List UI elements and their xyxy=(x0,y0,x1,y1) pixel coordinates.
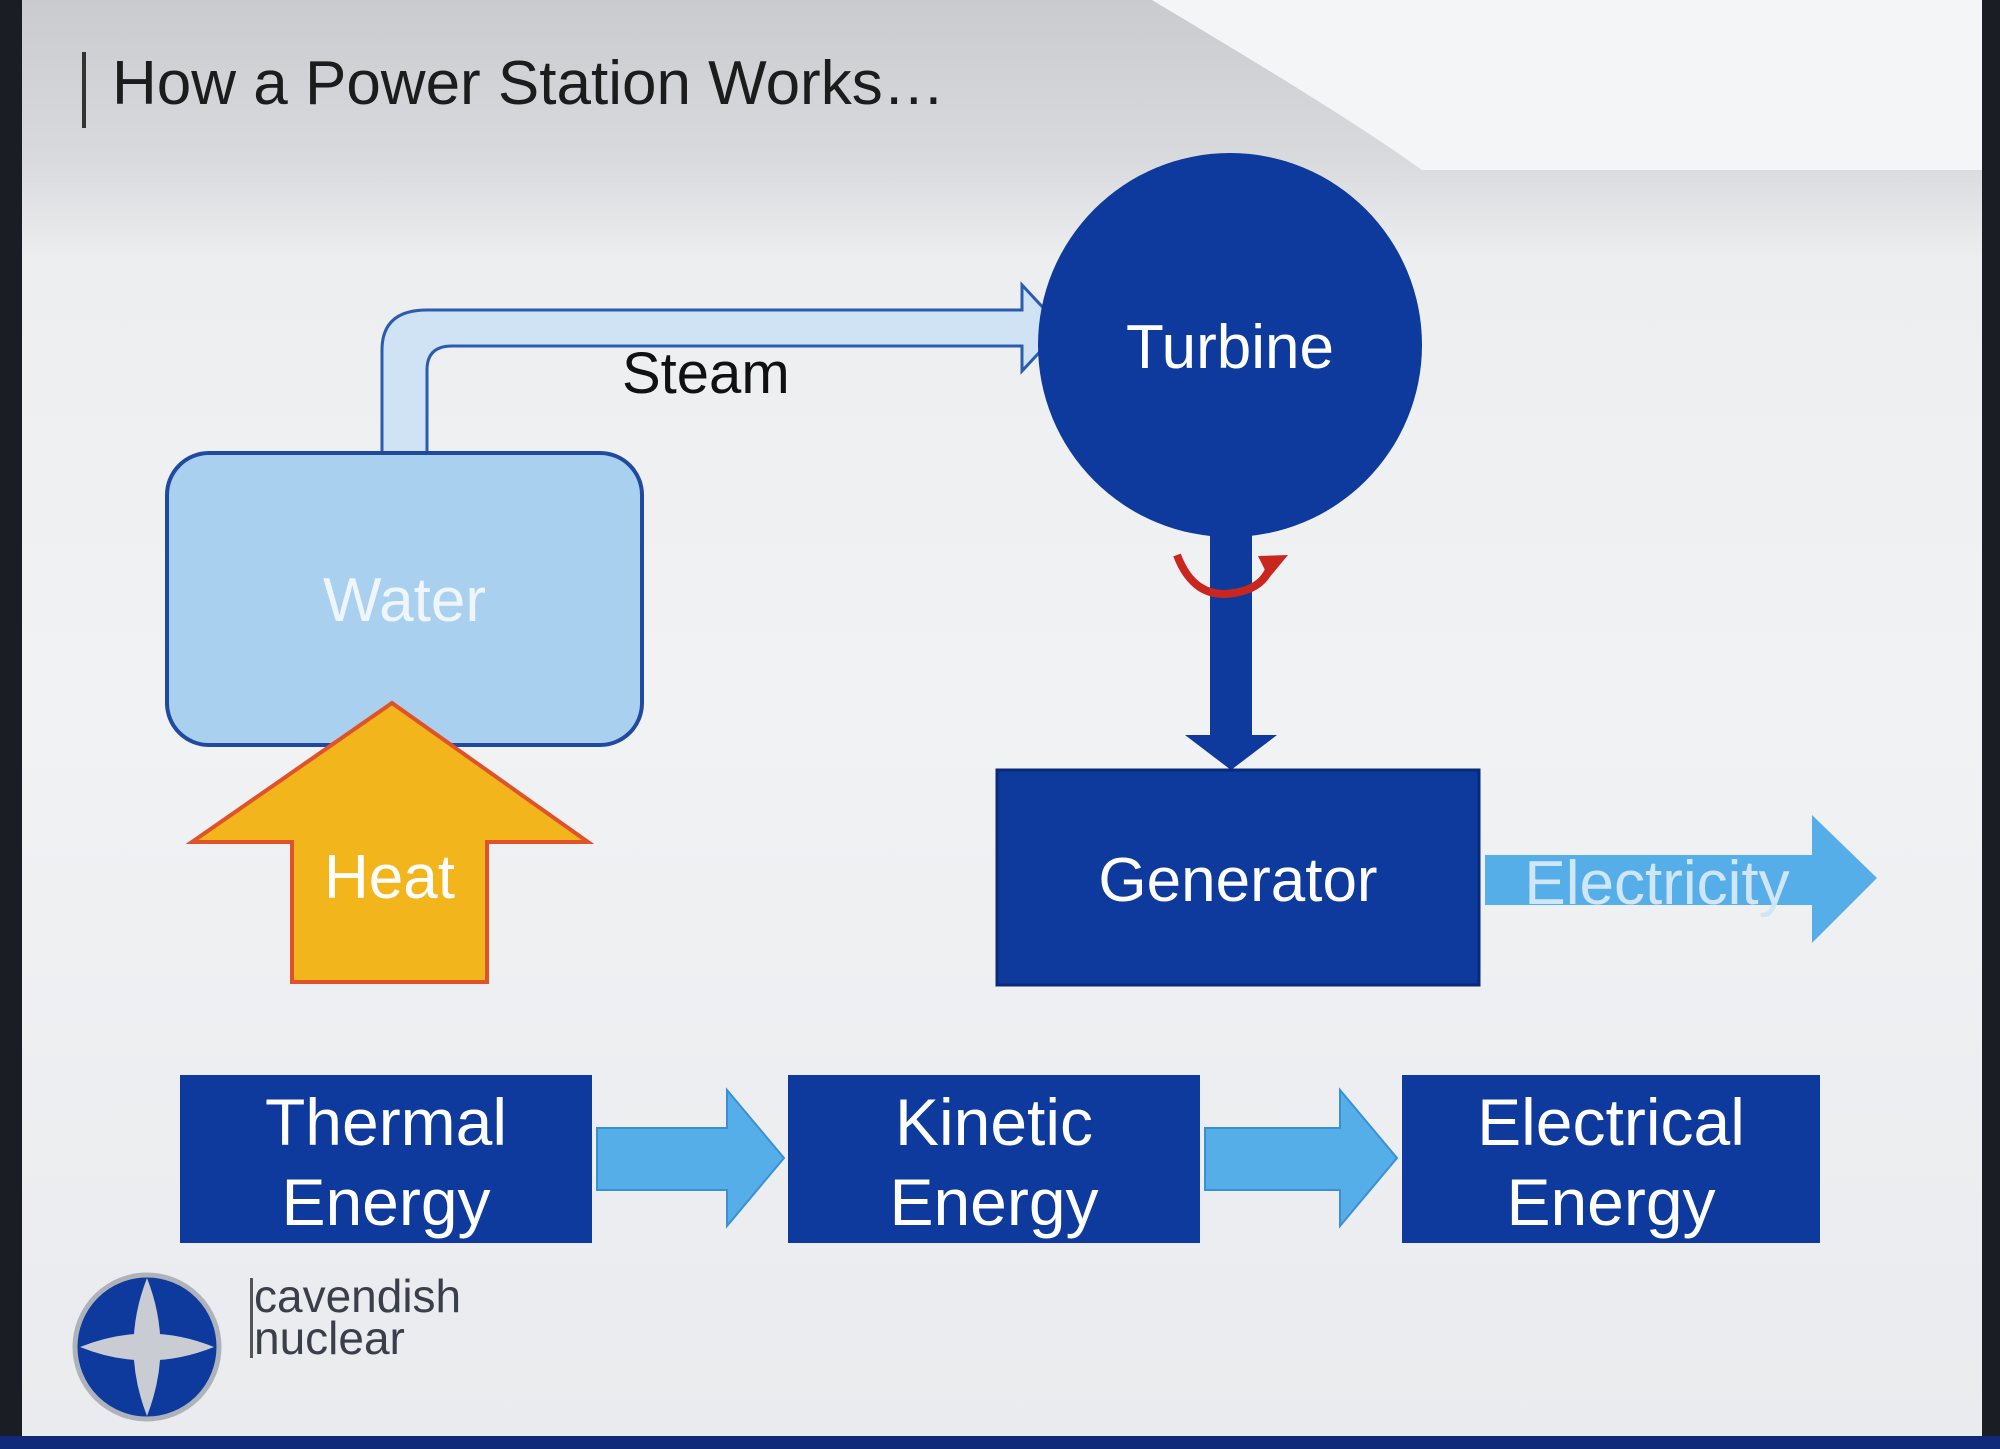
generator-box xyxy=(995,768,1481,987)
thermal-energy-box xyxy=(180,1075,592,1243)
water-label: Water xyxy=(322,566,487,635)
logo-band-vertical xyxy=(133,1278,161,1416)
generator-label: Generator xyxy=(1098,846,1378,915)
electricity-label: Electricity xyxy=(1524,849,1790,918)
electrical-line1: Electrical xyxy=(1477,1085,1745,1159)
logo-divider xyxy=(250,1278,253,1358)
kinetic-energy-label: Kinetic Energy xyxy=(788,1082,1200,1242)
electrical-energy-box xyxy=(1402,1075,1820,1243)
slide: How a Power Station Works… xyxy=(22,0,1982,1436)
heat-arrow xyxy=(185,700,595,984)
thermal-line1: Thermal xyxy=(264,1085,508,1159)
kinetic-line2: Energy xyxy=(889,1165,1099,1239)
title-divider xyxy=(82,52,86,128)
steam-label: Steam xyxy=(622,341,790,406)
rotation-arrowhead-icon xyxy=(1258,555,1288,578)
slide-title: How a Power Station Works… xyxy=(112,49,945,118)
kinetic-line1: Kinetic xyxy=(894,1085,1094,1159)
logo-text: cavendish nuclear xyxy=(254,1270,462,1364)
thermal-to-kinetic-arrow xyxy=(596,1087,786,1229)
logo-ring xyxy=(72,1272,222,1422)
screen-bottom-bezel xyxy=(0,1436,2000,1449)
thermal-energy-label: Thermal Energy xyxy=(180,1082,592,1242)
kinetic-energy-box xyxy=(788,1075,1200,1243)
heat-label: Heat xyxy=(324,843,455,912)
thermal-line2: Energy xyxy=(281,1165,491,1239)
power-station-diagram xyxy=(72,0,1982,1422)
electrical-line2: Energy xyxy=(1506,1165,1716,1239)
logo-line1: cavendish xyxy=(254,1270,462,1322)
kinetic-to-electrical-arrow xyxy=(1204,1087,1399,1229)
turbine-shaft xyxy=(1210,520,1252,738)
rotation-arrow-icon xyxy=(1173,553,1276,598)
header-swoosh xyxy=(1152,0,1982,170)
turbine-label: Turbine xyxy=(1126,313,1334,382)
turbine-circle xyxy=(1038,153,1422,537)
logo-line2: nuclear xyxy=(254,1312,405,1364)
electrical-energy-label: Electrical Energy xyxy=(1402,1082,1820,1242)
electricity-arrow xyxy=(1485,815,1877,943)
shaft-arrowhead xyxy=(1185,735,1277,770)
